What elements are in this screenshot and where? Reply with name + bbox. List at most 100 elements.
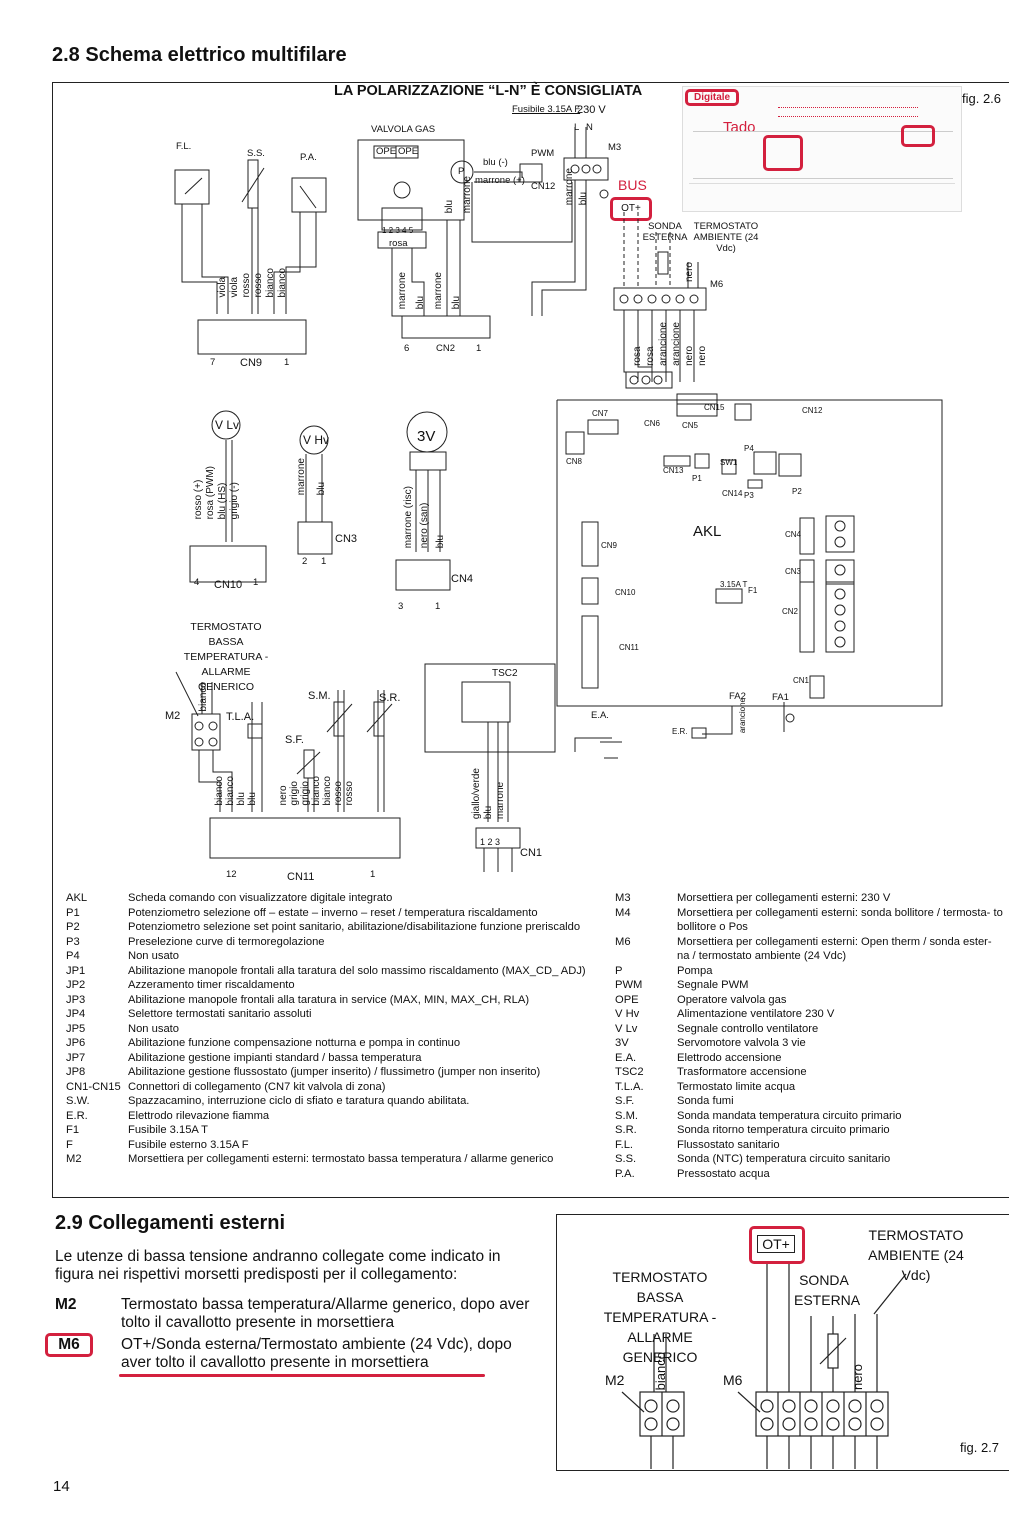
cn1-pins-label: 1 2 3 bbox=[480, 837, 501, 847]
legend-key: S.M. bbox=[615, 1109, 638, 1122]
tsc2-label: TSC2 bbox=[492, 668, 518, 679]
legend-key: M2 bbox=[66, 1153, 82, 1165]
cn13-label: CN13 bbox=[663, 466, 684, 475]
wire-label: marrone bbox=[433, 272, 444, 310]
legend-value: Abilitazione funzione compensazione nott… bbox=[128, 1037, 461, 1049]
legend-value: Segnale PWM bbox=[677, 979, 749, 991]
fuse-ext-label: Fusibile 3.15A F bbox=[512, 104, 581, 115]
wire-label: grigio bbox=[289, 781, 300, 806]
legend-value: Non usato bbox=[128, 1022, 179, 1035]
legend-key: P2 bbox=[66, 921, 80, 933]
cn10-label: CN10 bbox=[214, 579, 243, 591]
cn11-label: CN11 bbox=[287, 871, 315, 883]
wire-label: bianco bbox=[311, 776, 322, 806]
cn1-board-label: CN1 bbox=[793, 676, 810, 685]
wire-label: rosa bbox=[632, 346, 643, 366]
wire-label: bianco bbox=[198, 682, 209, 712]
3v-label: 3V bbox=[417, 428, 436, 445]
legend-key: JP2 bbox=[66, 979, 86, 991]
legend-row: E.R.Elettrodo rilevazione fiamma bbox=[66, 1109, 606, 1124]
legend-value: Alimentazione ventilatore 230 V bbox=[677, 1008, 835, 1020]
legend-value: Pressostato acqua bbox=[677, 1167, 770, 1180]
cn4-board-label: CN4 bbox=[785, 530, 802, 539]
wire-label: rosso bbox=[344, 781, 355, 806]
cn1-label: CN1 bbox=[520, 847, 543, 859]
blu-minus-label: blu (-) bbox=[483, 157, 508, 168]
sf-label: S.F. bbox=[285, 734, 304, 746]
f1-fuse bbox=[715, 588, 743, 604]
wire-label: nero bbox=[684, 345, 695, 366]
legend-key: JP7 bbox=[66, 1051, 86, 1064]
cn5-terminal bbox=[734, 403, 752, 421]
legend-key: PWM bbox=[615, 979, 643, 991]
cn2-label: CN2 bbox=[436, 343, 456, 354]
legend-row: JP7 Abilitazione gestione impianti standa… bbox=[66, 1051, 606, 1066]
legend-value: Termostato limite acqua bbox=[677, 1080, 796, 1093]
legend-key: S.S. bbox=[615, 1153, 637, 1165]
ope2-label: OPE bbox=[398, 146, 419, 157]
cn2-wire-labels: marrone blu marrone blu bbox=[397, 272, 462, 310]
m2-terminal bbox=[191, 713, 221, 751]
wire-label: rosso bbox=[253, 273, 264, 298]
m3-wire-labels: marrone blu bbox=[564, 168, 589, 206]
legend-key: JP3 bbox=[66, 993, 86, 1006]
wire-label: rosso bbox=[333, 781, 344, 806]
legend-value: Trasformatore accensione bbox=[677, 1066, 807, 1078]
cn12-top-label: CN12 bbox=[531, 181, 556, 192]
legend-value: Abilitazione gestione impianti standard … bbox=[128, 1051, 422, 1064]
legend-key: P1 bbox=[66, 906, 80, 919]
ss-sensor-icon bbox=[247, 159, 259, 209]
cn3-wire-labels: marrone blu bbox=[296, 458, 327, 495]
m2-label: M2 bbox=[165, 710, 181, 722]
cn3-board-label: CN3 bbox=[785, 567, 802, 576]
digitale-label: Digitale bbox=[685, 89, 740, 106]
wire-label: bianco bbox=[225, 776, 236, 806]
cn10-pin4: 4 bbox=[194, 577, 200, 588]
fig27-bianco-label: bianco bbox=[653, 1352, 668, 1395]
legend-key: E.A. bbox=[615, 1051, 637, 1064]
tsc2-frame bbox=[424, 663, 556, 753]
pa-switch-icon bbox=[291, 177, 327, 213]
cn8-label: CN8 bbox=[566, 457, 583, 466]
ea-label: E.A. bbox=[591, 710, 609, 721]
cn11-pin1: 1 bbox=[370, 869, 376, 880]
legend-row: S.M.Sonda mandata temperatura circuito p… bbox=[615, 1109, 1007, 1124]
cn11-board-connector bbox=[581, 615, 599, 689]
m6-label: M6 bbox=[710, 279, 724, 290]
m6-wire-labels: rosa rosa arancione arancione nero nero bbox=[632, 322, 708, 366]
m2-top-wire-label: bianco bbox=[198, 682, 209, 716]
cn2-pin6: 6 bbox=[404, 343, 410, 354]
wire-label: viola bbox=[217, 276, 228, 298]
legend-key: P3 bbox=[66, 935, 80, 948]
legend-row: P2 Potenziometro selezione set point sani… bbox=[66, 920, 606, 935]
wire-label: nero bbox=[684, 262, 695, 283]
wire-label: rosso bbox=[241, 273, 252, 298]
wire-label: blu bbox=[578, 191, 589, 206]
ot-label-highlight: OT+ bbox=[610, 197, 652, 221]
termostato-bassa-label: TERMOSTATO BASSA TEMPERATURA - ALLARME G… bbox=[183, 621, 269, 693]
m6-top-wire-label: nero bbox=[684, 262, 695, 287]
inset-board bbox=[693, 131, 953, 179]
legend-row: S.F.Sonda fumi bbox=[615, 1094, 1007, 1109]
legend-value: Flussostato sanitario bbox=[677, 1138, 780, 1151]
fig27-termostato-bassa: TERMOSTATO BASSA TEMPERATURA - ALLARME G… bbox=[603, 1269, 717, 1365]
cn2-connector bbox=[401, 315, 491, 339]
cn5-label: CN5 bbox=[682, 421, 699, 430]
tla-label: T.L.A. bbox=[226, 711, 255, 723]
cn10-board-label: CN10 bbox=[615, 588, 636, 597]
legend-key: JP4 bbox=[66, 1008, 86, 1020]
wire-label: marrone bbox=[564, 168, 575, 206]
gas-valve-body bbox=[357, 139, 465, 221]
legend-value: Elettrodo rilevazione fiamma bbox=[128, 1109, 270, 1122]
legend-value: Potenziometro selezione set point sanita… bbox=[128, 921, 581, 933]
legend-key: OPE bbox=[615, 993, 639, 1006]
sw1-label: SW1 bbox=[720, 458, 738, 467]
legend-key: TSC2 bbox=[615, 1066, 644, 1078]
fig27-ot-highlight bbox=[749, 1226, 805, 1264]
fa1-label: FA1 bbox=[772, 692, 789, 703]
